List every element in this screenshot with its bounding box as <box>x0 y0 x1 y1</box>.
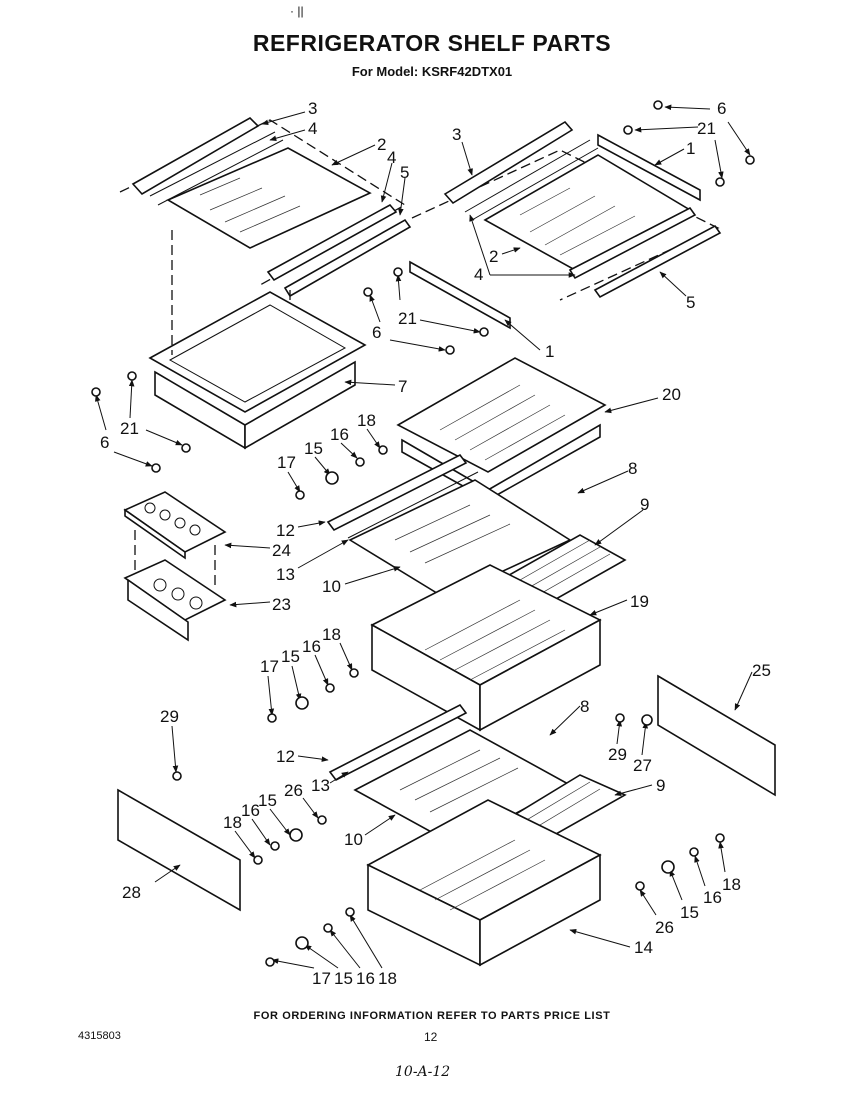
callout-10a: 10 <box>322 577 341 596</box>
callout-9a: 9 <box>640 495 649 514</box>
callout-15a: 15 <box>304 439 323 458</box>
callout-12b: 12 <box>276 747 295 766</box>
callout-21c: 21 <box>120 419 139 438</box>
upper-right-glass-shelf <box>409 120 722 330</box>
callout-2a: 2 <box>377 135 386 154</box>
handwritten-note: 10-A-12 <box>395 1064 451 1080</box>
callout-16b: 16 <box>302 637 321 656</box>
callout-21a: 21 <box>697 119 716 138</box>
callout-28: 28 <box>122 883 141 902</box>
callout-labels: 3 4 2 4 5 3 6 21 1 2 4 5 <box>95 99 771 988</box>
pan-14 <box>366 799 602 967</box>
trim-strip-3 <box>131 117 260 196</box>
callout-21b: 21 <box>398 309 417 328</box>
egg-tray-23 <box>123 530 227 642</box>
side-support-28 <box>117 788 241 912</box>
hardware-screws <box>91 100 755 967</box>
callout-1b: 1 <box>545 342 554 361</box>
callout-17a: 17 <box>277 453 296 472</box>
callout-27: 27 <box>633 756 652 775</box>
top-mark: · || <box>290 4 304 18</box>
callout-13b: 13 <box>311 776 330 795</box>
callout-6a: 6 <box>717 99 726 118</box>
callout-5b: 5 <box>686 293 695 312</box>
trim-strip-3-right <box>443 120 574 205</box>
callout-18d: 18 <box>722 875 741 894</box>
callout-19: 19 <box>630 592 649 611</box>
bracket-1-right <box>597 133 701 202</box>
document-number: 4315803 <box>78 1030 121 1042</box>
callout-29a: 29 <box>160 707 179 726</box>
callout-4c: 4 <box>474 265 483 284</box>
callout-16d: 16 <box>703 888 722 907</box>
callout-17c: 17 <box>312 969 331 988</box>
pan-19 <box>370 564 602 732</box>
callout-8a: 8 <box>628 459 637 478</box>
callout-4b: 4 <box>387 148 396 167</box>
page-title: REFRIGERATOR SHELF PARTS <box>252 30 612 56</box>
callout-16e: 16 <box>356 969 375 988</box>
callout-6c: 6 <box>100 433 109 452</box>
callout-8b: 8 <box>580 697 589 716</box>
callout-20: 20 <box>662 385 681 404</box>
callout-26b: 26 <box>655 918 674 937</box>
callout-15b: 15 <box>281 647 300 666</box>
callout-13a: 13 <box>276 565 295 584</box>
callout-17b: 17 <box>260 657 279 676</box>
callout-18a: 18 <box>357 411 376 430</box>
ordering-note: FOR ORDERING INFORMATION REFER TO PARTS … <box>253 1010 611 1022</box>
callout-14: 14 <box>634 938 653 957</box>
callout-16c: 16 <box>241 801 260 820</box>
callout-12a: 12 <box>276 521 295 540</box>
callout-2b: 2 <box>489 247 498 266</box>
upper-left-glass-shelf <box>119 117 412 298</box>
callout-24: 24 <box>272 541 291 560</box>
model-subtitle: For Model: KSRF42DTX01 <box>351 64 513 79</box>
callout-4a: 4 <box>308 119 317 138</box>
page-number: 12 <box>424 1030 438 1044</box>
callout-18b: 18 <box>322 625 341 644</box>
callout-15e: 15 <box>334 969 353 988</box>
callout-23: 23 <box>272 595 291 614</box>
callout-15c: 15 <box>258 791 277 810</box>
callout-9b: 9 <box>656 776 665 795</box>
glass-shelf-10-upper <box>326 453 572 599</box>
callout-6b: 6 <box>372 323 381 342</box>
callout-25: 25 <box>752 661 771 680</box>
callout-29b: 29 <box>608 745 627 764</box>
callout-26a: 26 <box>284 781 303 800</box>
side-support-25 <box>657 674 776 797</box>
bracket-1-left <box>409 260 511 330</box>
callout-10b: 10 <box>344 830 363 849</box>
callout-18c: 18 <box>223 813 242 832</box>
callout-3b: 3 <box>452 125 461 144</box>
callout-15d: 15 <box>680 903 699 922</box>
callout-16a: 16 <box>330 425 349 444</box>
callout-18e: 18 <box>378 969 397 988</box>
crisper-pan-7 <box>148 230 367 450</box>
callout-1a: 1 <box>686 139 695 158</box>
callout-5a: 5 <box>400 163 409 182</box>
callout-7: 7 <box>398 377 407 396</box>
egg-tray-24 <box>123 491 227 560</box>
callout-3a: 3 <box>308 99 317 118</box>
